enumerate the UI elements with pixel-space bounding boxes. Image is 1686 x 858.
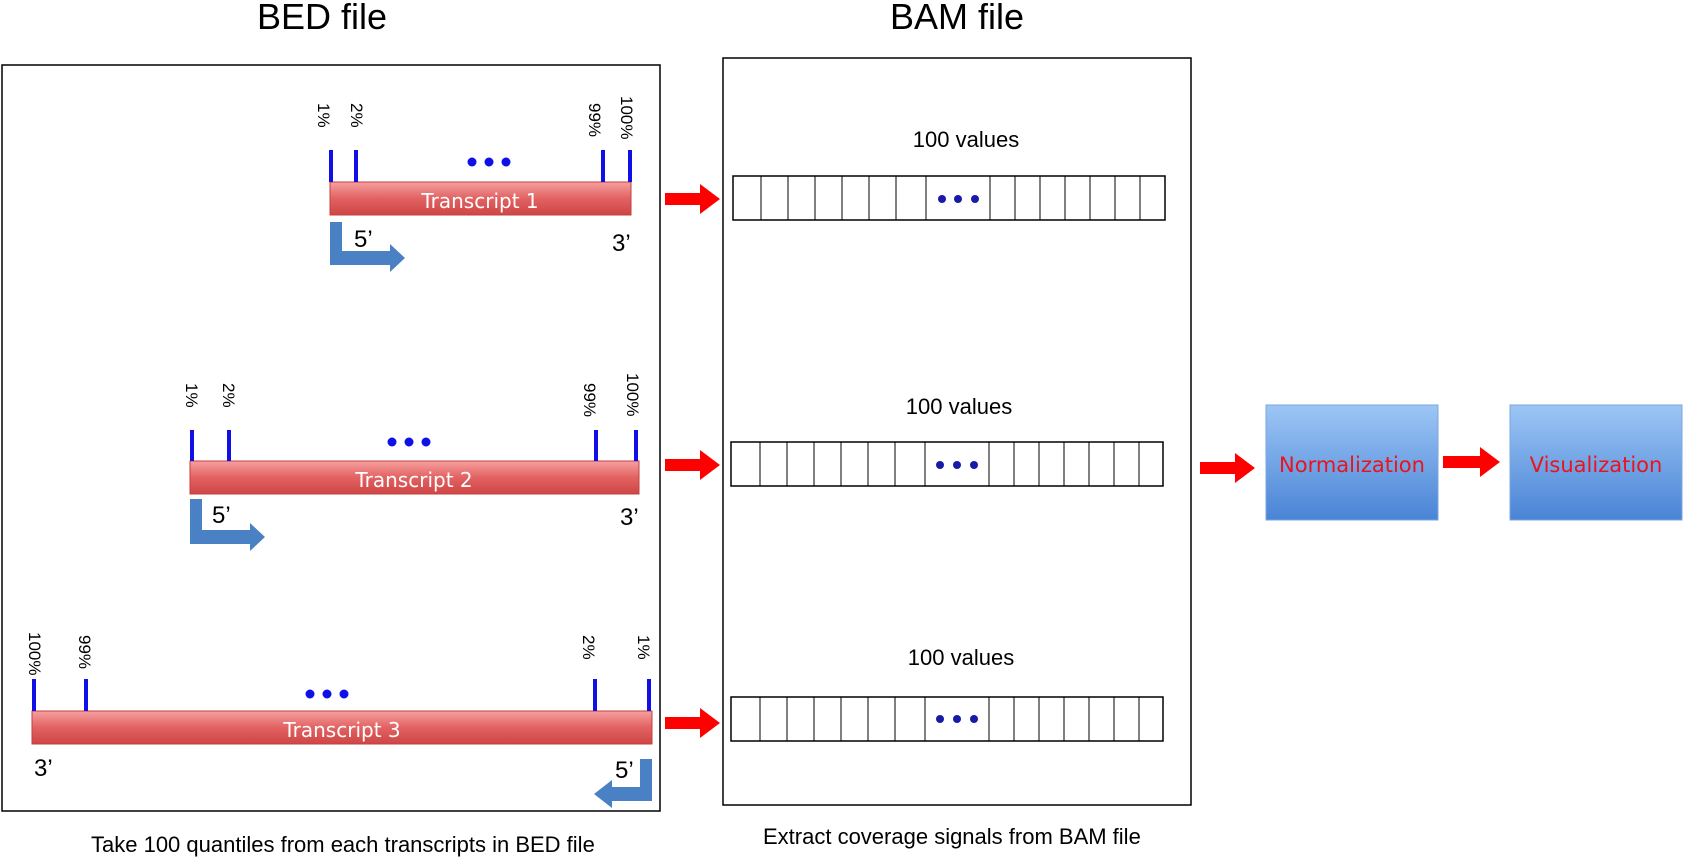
bed-caption: Take 100 quantiles from each transcripts… — [91, 832, 595, 857]
transcript-label: Transcript 1 — [420, 189, 538, 213]
normalization-step: Normalization — [1265, 404, 1439, 521]
strand-arrow-icon — [594, 759, 652, 808]
strand-arrow-icon — [190, 499, 265, 551]
arrow-right-icon — [665, 184, 720, 214]
value-row-2: 100 values — [730, 394, 1164, 487]
value-cells — [759, 442, 1140, 486]
value-row-strip — [732, 175, 1166, 221]
tick-label-99pct: 99% — [75, 635, 94, 669]
step-label: Visualization — [1530, 453, 1663, 477]
value-row-3: 100 values — [730, 645, 1164, 742]
value-cells — [759, 697, 1140, 741]
value-row-label: 100 values — [908, 645, 1014, 670]
ellipsis-dots — [936, 715, 978, 723]
ellipsis-dots — [467, 157, 511, 167]
tick-label-99pct: 99% — [580, 383, 599, 417]
arrow-right-icon — [1200, 453, 1255, 483]
five-prime-label: 5’ — [354, 226, 373, 253]
three-prime-label: 3’ — [620, 504, 639, 531]
bam-panel — [722, 57, 1192, 806]
bed-file-title: BED file — [257, 0, 387, 37]
tick-label-1pct: 1% — [182, 383, 201, 408]
three-prime-label: 3’ — [612, 230, 631, 257]
ellipsis-dots — [387, 437, 431, 447]
step-label: Normalization — [1279, 453, 1425, 477]
ellipsis-dots — [938, 195, 979, 203]
arrow-right-icon — [665, 450, 720, 480]
five-prime-label: 5’ — [212, 502, 231, 529]
bam-file-title: BAM file — [890, 0, 1024, 37]
value-row-1: 100 values — [732, 127, 1166, 221]
tick-label-100pct: 100% — [623, 373, 642, 416]
flow-arrows — [665, 184, 1500, 738]
transcript-bar — [31, 710, 653, 745]
quantile-ticks — [329, 150, 632, 182]
ellipsis-dots — [305, 689, 349, 699]
transcript-1: Transcript 1 1% 2% 99% 100% 5’ 3’ — [314, 96, 636, 272]
tick-label-2pct: 2% — [219, 383, 238, 408]
quantile-ticks — [32, 679, 651, 711]
tick-label-2pct: 2% — [347, 103, 366, 128]
tick-label-2pct: 2% — [579, 635, 598, 660]
transcript-label: Transcript 3 — [282, 718, 400, 742]
tick-label-1pct: 1% — [314, 103, 333, 128]
quantile-ticks — [190, 430, 638, 461]
visualization-step: Visualization — [1509, 404, 1683, 521]
strand-arrow-icon — [330, 222, 405, 272]
arrow-right-icon — [1443, 447, 1500, 477]
value-row-label: 100 values — [906, 394, 1012, 419]
five-prime-label: 5’ — [615, 757, 634, 784]
transcript-3: Transcript 3 100% 99% 2% 1% 5’ 3’ — [25, 632, 653, 808]
bed-panel — [1, 64, 661, 812]
transcript-2: Transcript 2 1% 2% 99% 100% 5’ 3’ — [182, 373, 642, 551]
value-row-label: 100 values — [913, 127, 1019, 152]
three-prime-label: 3’ — [34, 755, 53, 782]
ellipsis-dots — [936, 461, 978, 469]
step-box — [1265, 404, 1439, 521]
value-cells — [760, 176, 1141, 220]
transcript-bar — [189, 460, 640, 495]
arrow-right-icon — [665, 708, 720, 738]
transcript-bar — [329, 181, 632, 216]
value-row-strip — [730, 441, 1164, 487]
tick-label-99pct: 99% — [585, 103, 604, 137]
value-row-strip — [730, 696, 1164, 742]
step-box — [1509, 404, 1683, 521]
bam-caption: Extract coverage signals from BAM file — [763, 824, 1141, 849]
tick-label-100pct: 100% — [25, 632, 44, 675]
tick-label-100pct: 100% — [617, 96, 636, 139]
transcript-label: Transcript 2 — [354, 468, 472, 492]
tick-label-1pct: 1% — [634, 635, 653, 660]
